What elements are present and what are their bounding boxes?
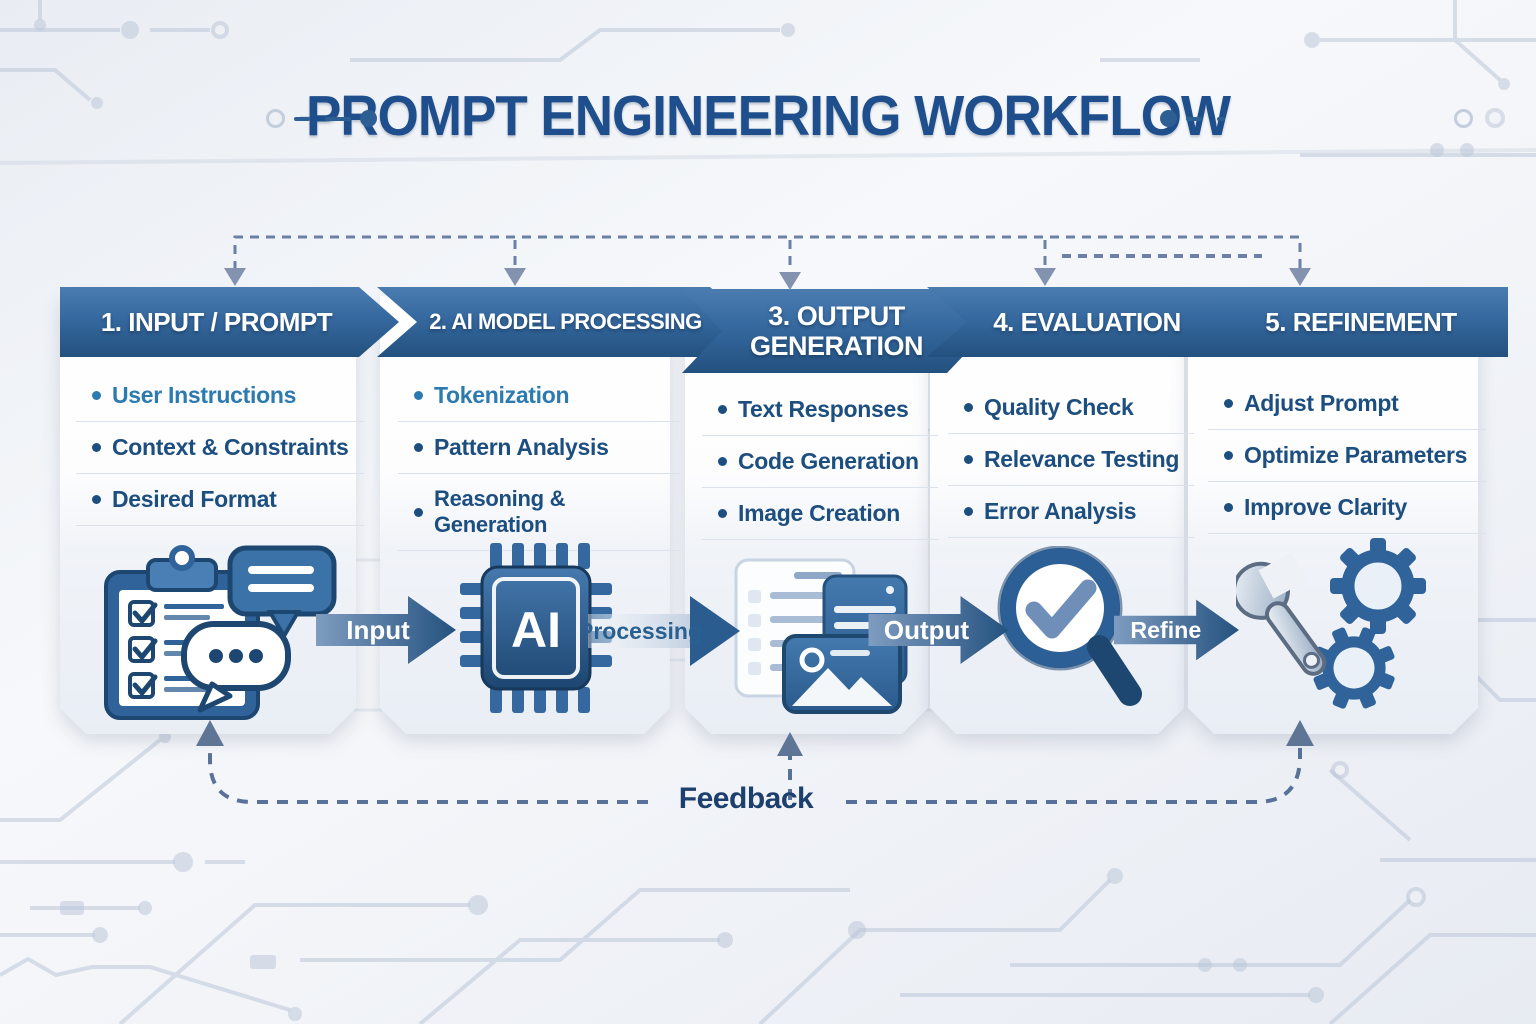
bullet-text: Tokenization [434, 382, 570, 408]
dot-icon [1160, 110, 1177, 127]
bullet-item: Reasoning & Generation [398, 474, 680, 551]
gear-icon [1330, 538, 1426, 634]
bullet-item: Optimize Parameters [1208, 430, 1486, 482]
flow-arrow-output-label: Output [884, 615, 970, 645]
bullet-text: Reasoning & Generation [434, 486, 566, 537]
top-dashed-connector [224, 235, 1311, 290]
stage-header-ai-processing: 2. AI MODEL PROCESSING [377, 287, 750, 357]
bullet-item: Desired Format [76, 474, 364, 526]
bullet-text: Quality Check [984, 394, 1134, 420]
bullet-item: Text Responses [702, 384, 938, 436]
bullet-list-input-prompt: User Instructions Context & Constraints … [62, 370, 378, 526]
bullet-list-evaluation: Quality Check Relevance Testing Error An… [934, 382, 1208, 538]
bullet-text: Context & Constraints [112, 434, 349, 460]
bullet-dot-icon [964, 455, 973, 464]
bullet-item: Adjust Prompt [1208, 378, 1486, 430]
bullet-item: Relevance Testing [948, 434, 1194, 486]
image-card-icon [782, 634, 902, 714]
ai-chip-icon: AI [460, 543, 612, 713]
title-decoration-right [1160, 109, 1474, 128]
wrench-and-gears-icon [1236, 538, 1426, 709]
bullet-dot-icon [414, 507, 423, 517]
magnifier-check-icon [997, 546, 1142, 706]
bullet-text: Optimize Parameters [1244, 442, 1468, 468]
bullet-item: Context & Constraints [76, 422, 364, 474]
page-title: PROMPT ENGINEERING WORKFLOW [305, 85, 1231, 148]
bullet-text: Image Creation [738, 500, 900, 526]
flow-arrow-input-label: Input [346, 615, 410, 645]
feedback-label: Feedback [678, 782, 814, 815]
dash-icon [1216, 116, 1225, 121]
title-decoration-left [266, 109, 378, 128]
stage-header-evaluation: 4. EVALUATION [927, 287, 1243, 357]
ring-icon [1454, 109, 1474, 128]
bullet-dot-icon [964, 507, 973, 516]
bullet-text: Adjust Prompt [1244, 390, 1399, 416]
documents-icon [734, 558, 908, 714]
flow-arrow-processing-label: Processing [588, 618, 702, 644]
bullet-dot-icon [1224, 399, 1233, 408]
bullet-dot-icon [92, 443, 101, 452]
bullet-dot-icon [92, 391, 101, 400]
feedback-loop-connector [196, 720, 1314, 804]
bullet-text: Pattern Analysis [434, 434, 609, 460]
bullet-text: User Instructions [112, 382, 297, 408]
ai-chip-label: AI [511, 602, 561, 658]
bullet-text: Text Responses [738, 396, 909, 422]
flow-arrow-processing: Processing [588, 596, 740, 666]
bullet-dot-icon [1224, 451, 1233, 460]
bullet-dot-icon [414, 443, 423, 452]
bullet-item: Improve Clarity [1208, 482, 1486, 534]
bullet-item: Error Analysis [948, 486, 1194, 538]
bullet-text: Improve Clarity [1244, 494, 1407, 520]
bullet-dot-icon [718, 405, 727, 414]
flow-arrow-input: Input [316, 596, 456, 664]
bullet-dot-icon [414, 391, 423, 400]
bullet-text: Code Generation [738, 448, 919, 474]
bullet-dot-icon [718, 457, 727, 466]
flow-arrow-refine-label: Refine [1130, 617, 1201, 643]
stage-header-refinement: 5. REFINEMENT [1184, 287, 1508, 357]
dash-icon [294, 116, 311, 121]
chat-bubbles-icon [181, 545, 337, 713]
bullet-dot-icon [92, 495, 101, 504]
clipboard-checklist-icon [104, 545, 337, 720]
wrench-icon [1236, 552, 1327, 676]
ring-icon [266, 109, 285, 128]
bullet-text: Desired Format [112, 486, 277, 512]
dash-icon [324, 116, 351, 121]
bullet-item: Pattern Analysis [398, 422, 680, 474]
bullet-item: User Instructions [76, 370, 364, 422]
bullet-item: Tokenization [398, 370, 680, 422]
bullet-dot-icon [1224, 503, 1233, 512]
bullet-item: Image Creation [702, 488, 938, 540]
bullet-item: Quality Check [948, 382, 1194, 434]
bullet-list-output-generation: Text Responses Code Generation Image Cre… [688, 384, 952, 540]
bullet-dot-icon [964, 403, 973, 412]
stage-header-input-prompt: 1. INPUT / PROMPT [60, 287, 399, 357]
flow-arrow-output: Output [868, 596, 1009, 664]
dash-icon [1186, 116, 1203, 121]
bullet-list-ai-processing: Tokenization Pattern Analysis Reasoning … [384, 370, 694, 551]
bullet-dot-icon [718, 509, 727, 518]
bullet-text: Relevance Testing [984, 446, 1180, 472]
dot-icon [360, 110, 378, 127]
bullet-list-refinement: Adjust Prompt Optimize Parameters Improv… [1194, 378, 1500, 534]
stage-header-output-generation: 3. OUTPUT GENERATION [682, 289, 987, 373]
bullet-text: Error Analysis [984, 498, 1137, 524]
bullet-item: Code Generation [702, 436, 938, 488]
flow-arrow-refine: Refine [1114, 599, 1239, 661]
